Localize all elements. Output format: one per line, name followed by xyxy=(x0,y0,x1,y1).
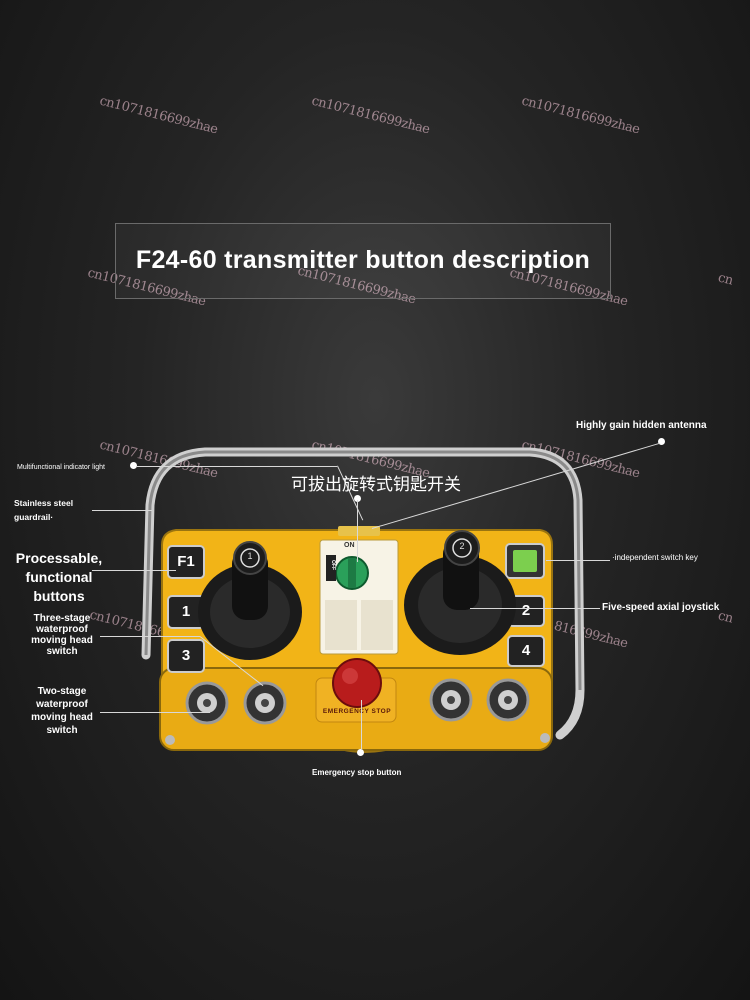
callout-line xyxy=(100,712,210,713)
label-guardrail-2: guardrail· xyxy=(14,512,54,522)
button-2-label: 2 xyxy=(521,602,531,619)
label-functional-buttons: Processable, functional buttons xyxy=(15,550,103,604)
indicator-dot xyxy=(130,462,137,469)
key-dot xyxy=(354,495,361,502)
button-f1-label: F1 xyxy=(177,553,195,570)
key-on-label: ON xyxy=(344,542,355,549)
emergency-stop-text: EMERGENCY STOP xyxy=(322,708,392,715)
label-emergency-stop: Emergency stop button xyxy=(312,768,402,777)
callout-line xyxy=(546,560,610,561)
callout-line xyxy=(100,636,200,637)
title-box: F24-60 transmitter button description xyxy=(115,223,611,299)
button-4-label: 4 xyxy=(521,642,531,659)
button-4 xyxy=(507,635,545,667)
callout-line xyxy=(357,500,358,562)
label-antenna: Highly gain hidden antenna xyxy=(576,420,707,431)
button-f1 xyxy=(167,545,205,579)
toggle-switch-4 xyxy=(486,678,530,722)
label-indicator: Multifunctional indicator light xyxy=(17,464,105,471)
toggle-switch-2 xyxy=(243,681,287,725)
label-two-stage: Two-stage waterproof moving head switch xyxy=(31,686,93,736)
key-off-label: OFF xyxy=(330,560,336,570)
label-key-switch: 可拔出旋转式钥匙开关 xyxy=(291,475,461,494)
emergency-dot xyxy=(357,749,364,756)
emergency-stop-button xyxy=(332,658,382,708)
callout-line xyxy=(137,466,337,467)
label-guardrail-1: Stainless steel xyxy=(14,498,74,508)
label-three-stage: Three-stage waterproof moving head switc… xyxy=(31,613,93,657)
label-independent-key: ·independent switch key xyxy=(612,553,698,562)
callout-line xyxy=(92,570,176,571)
callout-line xyxy=(92,510,152,511)
button-1-label: 1 xyxy=(181,603,191,620)
callout-line xyxy=(361,700,362,750)
toggle-switch-3 xyxy=(429,678,473,722)
joystick-mark-2: 2 xyxy=(459,541,465,551)
button-3 xyxy=(167,639,205,673)
page-title: F24-60 transmitter button description xyxy=(135,246,591,274)
joystick-mark-1: 1 xyxy=(247,551,253,561)
callout-line xyxy=(470,608,600,609)
toggle-switch-1 xyxy=(185,681,229,725)
button-3-label: 3 xyxy=(181,647,191,664)
label-joystick: Five-speed axial joystick xyxy=(602,602,720,613)
antenna-dot xyxy=(658,438,665,445)
